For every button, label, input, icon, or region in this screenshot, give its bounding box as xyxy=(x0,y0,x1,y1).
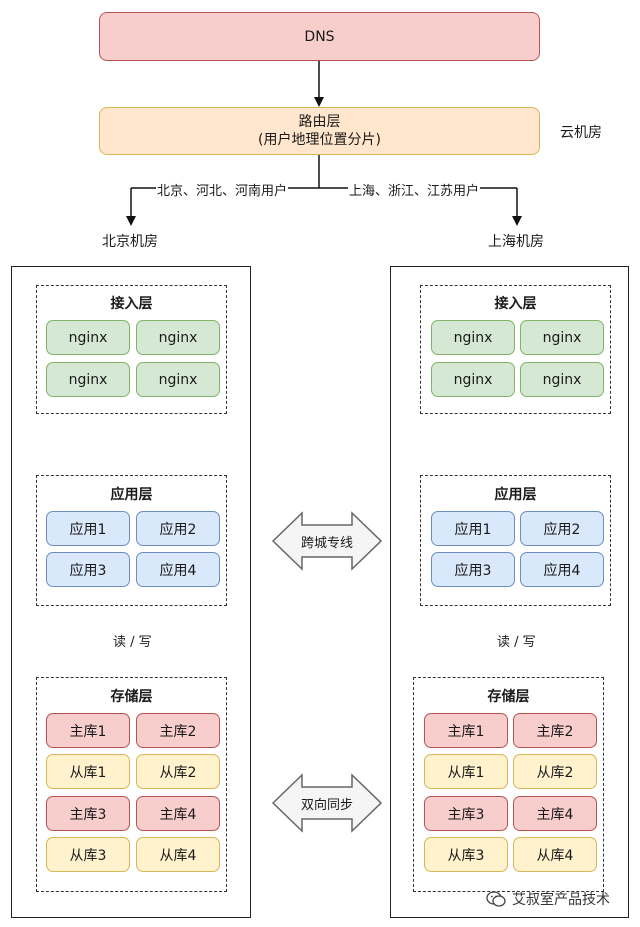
shanghai-app-title: 应用层 xyxy=(494,487,537,503)
slave-db-node: 从库1 xyxy=(46,754,130,789)
app-node: 应用3 xyxy=(46,552,130,587)
slave-db-node: 从库4 xyxy=(136,837,220,872)
dns-label: DNS xyxy=(304,28,335,45)
routing-title: 路由层 xyxy=(298,114,341,130)
master-db-node: 主库4 xyxy=(136,796,220,831)
cloud-dc-label: 云机房 xyxy=(560,125,602,141)
routing-layer-box: 路由层 (用户地理位置分片) xyxy=(99,107,540,155)
left-users-label: 北京、河北、河南用户 xyxy=(156,180,289,199)
nginx-node: nginx xyxy=(46,320,130,355)
watermark: 艾叔室产品技术 xyxy=(486,889,610,909)
shanghai-read-write-label: 读 / 写 xyxy=(496,631,537,650)
beijing-read-write-label: 读 / 写 xyxy=(112,631,153,650)
slave-db-node: 从库3 xyxy=(46,837,130,872)
dedicated-line-arrow xyxy=(271,511,383,571)
dedicated-line-label: 跨城专线 xyxy=(300,535,353,551)
beijing-app-title: 应用层 xyxy=(110,487,153,503)
wechat-icon xyxy=(486,891,506,907)
nginx-node: nginx xyxy=(46,362,130,397)
master-db-node: 主库1 xyxy=(424,713,508,748)
slave-db-node: 从库1 xyxy=(424,754,508,789)
shanghai-access-title: 接入层 xyxy=(494,296,537,312)
master-db-node: 主库2 xyxy=(513,713,597,748)
nginx-node: nginx xyxy=(431,320,515,355)
nginx-node: nginx xyxy=(520,362,604,397)
nginx-node: nginx xyxy=(136,362,220,397)
master-db-node: 主库1 xyxy=(46,713,130,748)
beijing-dc-label: 北京机房 xyxy=(102,234,158,250)
master-db-node: 主库2 xyxy=(136,713,220,748)
app-node: 应用4 xyxy=(520,552,604,587)
app-node: 应用2 xyxy=(136,511,220,546)
shanghai-dc-label: 上海机房 xyxy=(488,234,544,250)
watermark-text: 艾叔室产品技术 xyxy=(512,892,610,908)
nginx-node: nginx xyxy=(520,320,604,355)
sync-label: 双向同步 xyxy=(300,797,353,813)
nginx-node: nginx xyxy=(431,362,515,397)
slave-db-node: 从库4 xyxy=(513,837,597,872)
nginx-node: nginx xyxy=(136,320,220,355)
master-db-node: 主库4 xyxy=(513,796,597,831)
app-node: 应用2 xyxy=(520,511,604,546)
master-db-node: 主库3 xyxy=(46,796,130,831)
slave-db-node: 从库3 xyxy=(424,837,508,872)
routing-subtitle: (用户地理位置分片) xyxy=(258,132,381,148)
master-db-node: 主库3 xyxy=(424,796,508,831)
app-node: 应用1 xyxy=(431,511,515,546)
app-node: 应用1 xyxy=(46,511,130,546)
beijing-storage-title: 存储层 xyxy=(110,689,153,705)
sync-arrow xyxy=(271,773,383,833)
dns-box: DNS xyxy=(99,12,540,61)
shanghai-storage-title: 存储层 xyxy=(487,689,530,705)
app-node: 应用4 xyxy=(136,552,220,587)
slave-db-node: 从库2 xyxy=(513,754,597,789)
beijing-access-title: 接入层 xyxy=(110,296,153,312)
right-users-label: 上海、浙江、江苏用户 xyxy=(348,180,481,199)
slave-db-node: 从库2 xyxy=(136,754,220,789)
app-node: 应用3 xyxy=(431,552,515,587)
